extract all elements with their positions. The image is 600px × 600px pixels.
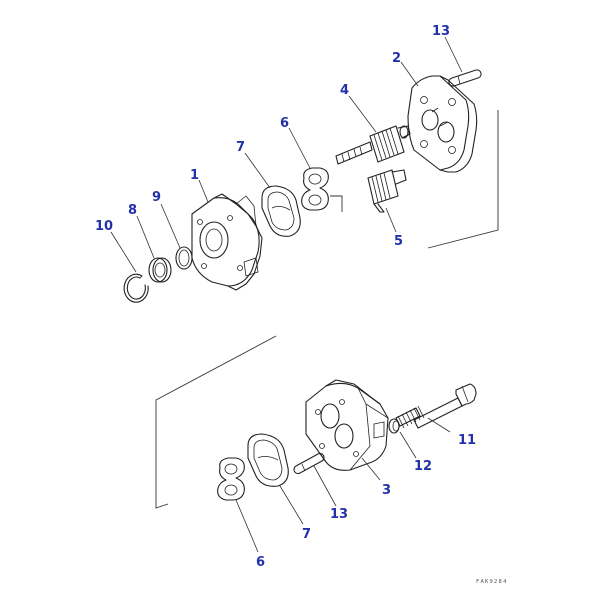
callout-6-bottom: 6: [256, 555, 265, 570]
part-driven-gear: [367, 169, 407, 213]
part-end-cover-plate: [407, 75, 478, 173]
callout-1: 1: [190, 168, 199, 183]
leader-lines: [110, 36, 463, 553]
part-bushing-plate-bottom: [217, 457, 245, 501]
callout-7-top: 7: [236, 140, 245, 155]
part-gasket-top: [261, 185, 301, 237]
callout-2: 2: [392, 51, 401, 66]
assembly-bracket-bottom-left: [155, 335, 277, 509]
part-drive-shaft-gear: [335, 125, 411, 165]
part-seal: [148, 257, 172, 283]
callout-8: 8: [128, 203, 137, 218]
part-dowel-pin-bottom: [293, 452, 325, 475]
callout-9: 9: [152, 190, 161, 205]
callout-6-top: 6: [280, 116, 289, 131]
callout-7-bottom: 7: [302, 527, 311, 542]
part-front-cover-housing: [191, 193, 263, 291]
assembly-bracket-top-right: [427, 110, 499, 249]
callout-13-bottom: 13: [330, 507, 348, 522]
part-seal-ring: [175, 246, 193, 270]
part-bushing-plate-top: [301, 167, 329, 211]
part-bolt: [395, 383, 477, 429]
callout-3: 3: [382, 483, 391, 498]
callout-5: 5: [394, 234, 403, 249]
callout-4: 4: [340, 83, 349, 98]
callout-12: 12: [414, 459, 432, 474]
drawing-code: FAK9284: [476, 579, 508, 585]
callout-10: 10: [95, 219, 113, 234]
part-gasket-bottom: [247, 433, 289, 487]
callout-13-top: 13: [432, 24, 450, 39]
callout-11: 11: [458, 433, 476, 448]
part-snap-ring: [123, 273, 149, 303]
part-washer: [388, 418, 400, 434]
part-dowel-pin-top: [448, 69, 482, 87]
part-pump-body: [305, 379, 389, 471]
assembly-bracket-top-left: [330, 195, 343, 212]
